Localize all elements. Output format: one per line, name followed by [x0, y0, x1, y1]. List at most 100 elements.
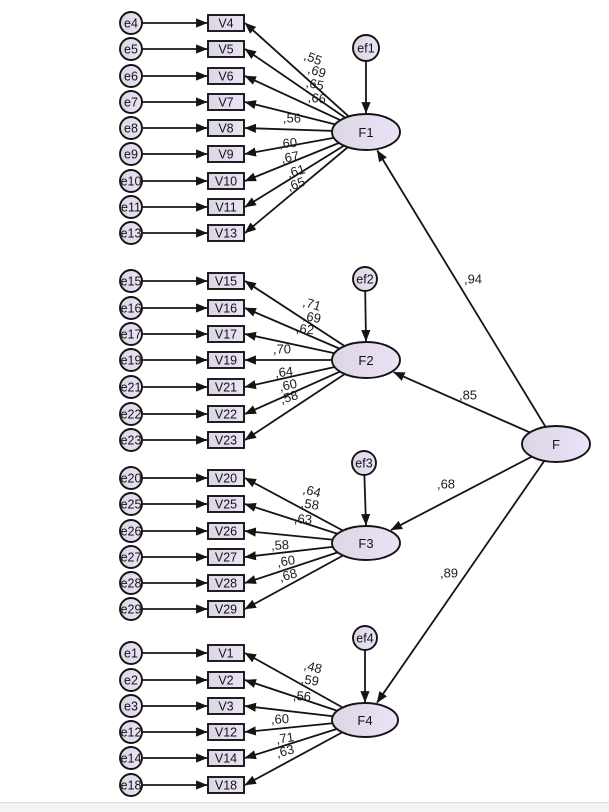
error-label-e14: e14: [121, 752, 142, 766]
variable-label-V7: V7: [218, 96, 233, 110]
error-node-e14: [119, 746, 143, 770]
variable-node-V15: [207, 272, 245, 290]
variable-node-V10: [207, 172, 245, 190]
path-F1-to-V4: [244, 22, 367, 133]
error-label-e22: e22: [121, 408, 142, 422]
variable-node-V14: [207, 749, 245, 767]
error-node-e22: [119, 402, 143, 426]
loading-F2-V16: ,69: [302, 308, 323, 326]
error-factor-label-ef3: ef3: [355, 457, 372, 471]
variable-node-V1: [207, 644, 245, 662]
factor-label-F2: F2: [358, 353, 373, 368]
factor-node-F4: [331, 702, 399, 738]
error-factor-node-ef2: [352, 266, 378, 292]
error-label-e3: e3: [124, 700, 138, 714]
error-label-e9: e9: [124, 148, 138, 162]
variable-node-V17: [207, 325, 245, 343]
error-factor-label-ef1: ef1: [357, 42, 374, 56]
variable-node-V21: [207, 378, 245, 396]
error-label-e26: e26: [121, 525, 142, 539]
path-F1-to-V13: [244, 131, 367, 234]
factor-label-F1: F1: [358, 125, 373, 140]
error-node-e19: [119, 348, 143, 372]
loading-F1-V4: ,55: [302, 48, 324, 68]
loading-F3-V26: ,63: [294, 511, 313, 527]
variable-node-V18: [207, 776, 245, 794]
variable-node-V29: [207, 600, 245, 618]
error-label-e16: e16: [121, 302, 142, 316]
error-node-e6: [119, 64, 143, 88]
loading-F4-V14: ,71: [275, 729, 295, 747]
error-node-e8: [119, 116, 143, 140]
variable-node-V20: [207, 469, 245, 487]
loading-F1-V9: ,60: [278, 135, 297, 152]
error-node-e23: [119, 428, 143, 452]
error-node-e25: [119, 492, 143, 516]
variable-node-V6: [207, 67, 245, 85]
loading-F1-V7: ,66: [307, 89, 327, 106]
error-label-e25: e25: [121, 498, 142, 512]
factor-node-F: [521, 425, 591, 463]
loading-F4-V12: ,60: [271, 711, 290, 727]
variable-node-V27: [207, 548, 245, 566]
loading-F1-V6: ,65: [305, 75, 326, 94]
path-F-to-F4: [376, 443, 557, 704]
variable-label-V17: V17: [215, 328, 237, 342]
error-node-e26: [119, 519, 143, 543]
error-factor-node-ef3: [351, 450, 377, 476]
variable-node-V9: [207, 145, 245, 163]
loading-F4-V2: ,59: [300, 671, 320, 689]
variable-label-V26: V26: [215, 525, 237, 539]
loading-F4-V18: ,63: [274, 742, 295, 761]
error-node-e27: [119, 545, 143, 569]
loading-F1-V11: ,61: [285, 161, 306, 180]
factor-label-F: F: [552, 437, 560, 452]
error-label-e29: e29: [121, 603, 142, 617]
error-node-e17: [119, 322, 143, 346]
loading-F3-V25: ,58: [300, 495, 320, 513]
variable-label-V15: V15: [215, 275, 237, 289]
variable-label-V18: V18: [215, 779, 237, 793]
variable-label-V3: V3: [218, 700, 233, 714]
variable-label-V5: V5: [218, 43, 233, 57]
factor-node-F1: [331, 113, 401, 151]
loading-F-F1: ,94: [464, 272, 482, 287]
error-node-e29: [119, 597, 143, 621]
error-label-e6: e6: [124, 70, 138, 84]
variable-node-V19: [207, 351, 245, 369]
variable-node-V8: [207, 119, 245, 137]
error-node-e13: [119, 221, 143, 245]
error-label-e27: e27: [121, 551, 142, 565]
loading-F1-V10: ,67: [280, 148, 301, 166]
loading-F2-V17: ,62: [295, 321, 315, 338]
variable-label-V22: V22: [215, 408, 237, 422]
error-label-e20: e20: [121, 472, 142, 486]
variable-node-V4: [207, 14, 245, 32]
variable-node-V7: [207, 93, 245, 111]
error-factor-label-ef2: ef2: [356, 273, 373, 287]
variable-node-V28: [207, 574, 245, 592]
error-label-e17: e17: [121, 328, 142, 342]
loading-F1-V13: ,65: [285, 174, 307, 194]
variable-node-V11: [207, 198, 245, 216]
error-node-e20: [119, 466, 143, 490]
factor-node-F2: [331, 341, 401, 379]
variable-label-V10: V10: [215, 175, 237, 189]
variable-label-V11: V11: [215, 201, 236, 215]
error-node-e2: [119, 668, 143, 692]
error-label-e4: e4: [124, 17, 138, 31]
loading-F2-V23: ,58: [278, 387, 300, 407]
variable-label-V23: V23: [215, 434, 237, 448]
variable-label-V21: V21: [215, 381, 237, 395]
variable-label-V13: V13: [215, 227, 237, 241]
variable-node-V12: [207, 723, 245, 741]
loading-F1-V8: ,56: [283, 110, 301, 125]
error-label-e11: e11: [121, 201, 141, 215]
variable-label-V4: V4: [218, 17, 233, 31]
variable-node-V25: [207, 495, 245, 513]
error-node-e1: [119, 641, 143, 665]
loading-F3-V27: ,58: [271, 537, 290, 553]
error-node-e7: [119, 90, 143, 114]
